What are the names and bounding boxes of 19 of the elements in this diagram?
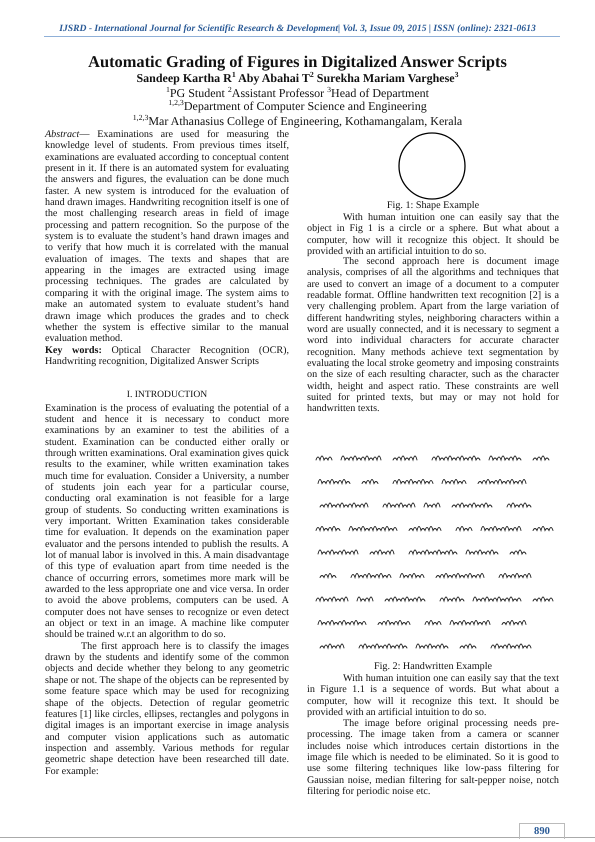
section-heading: I. INTRODUCTION (126, 389, 208, 401)
author-line: Sandeep Kartha R$^{1}$ Aby Abahai T$^{2}$ Surekha Mariam Varghese$^{3}$ (135, 71, 458, 85)
body-paragraph: With human intuition one can easily say that the object in Fig 1 is a circle or a sphere. But what about a computer, how will it recognize this object. It should be provided with an artificial intuition to do so. (307, 212, 559, 258)
keywords-line: Key words: Optical Character Recognition (OCR), Handwriting recognition, Digitalized Answer Scripts (45, 344, 289, 368)
abstract-paragraph: Abstract— Examinations are used for measuring the knowledge level of students. From previous times itself, examinations are evaluated according to conceptual content present in it. If there is an automated system for evaluating the answers and figures, the evaluation can be done much faster. A new system is introduced for the evaluation of hand drawn images. Handwriting recognition itself is one of the most challenging research areas in field of image processing and pattern recognition. So the purpose of the system is to evaluate the student’s hand drawn images and to verify that how much it is correlated with the manual evaluation of images. The texts and shapes that are appearing in the images are extracted using image processing techniques. The grades are calculated by comparing it with the original image. The system aims to make an automated system to evaluate student’s hand drawn image which produces the grades and to check whether the system is effective similar to the manual evaluation method. (45, 129, 289, 345)
affiliation-line: $^{1,2,3}$Mar Athanasius College of Engineering, Kothamangalam, Kerala (132, 114, 464, 128)
body-paragraph: The image before original processing needs pre-processing. The image taken from a camera or scanner includes noise which introduces certain distortions in the image file which is needed to be eliminated. So it is good to use some filtering techniques like low-pass filtering for Gaussian noise, median filtering for salt-pepper noise, notch filtering for periodic noise etc. (307, 718, 559, 798)
body-paragraph: The first approach here is to classify the images drawn by the students and identify some of the common objects and decide whether they belong to any geometric shape or not. The shape of the objects can be represented by some feature space which may be used for recognizing shape of the objects. Detection of regular geometric features [1] like circles, ellipses, rectangles and polygons in digital images is an important exercise in image analysis and computer vision applications such as automatic inspection and assembly. Various methods for regular geometric shape detection have been researched till date. For example: (45, 640, 289, 777)
figure-caption: Fig. 2: Handwritten Example (372, 661, 494, 672)
body-paragraph: Examination is the process of evaluating the potential of a student and hence it is necessary to conduct more examinations by an examiner to test the abilities of a student. Examination can be conducted either orally or through written examinations. Oral examination gives quick results to the examiner, while written examination takes much time for evaluation. Consider a University, a number of students join each year for a particular course, conducting oral examination is not feasible for a large group of students. So conducting written examinations is very important. Written Examination takes considerable time for evaluation. It depends on the examination paper evaluator and the persons intended to publish the results. A lot of manual labor is involved in this. A main disadvantage of this type of evaluation apart from time needed is the chance of occurring errors, sometimes more mark will be awarded to the less appropriate one and vice versa. In order to avoid the above problems, computers can be used. A computer does not have senses to recognize or even detect an object or text in an image. A machine like computer should be trained w.r.t an algorithm to do so. (45, 402, 289, 641)
page-number: 890 (519, 823, 565, 840)
figure-caption: Fig. 1: Shape Example (386, 200, 480, 212)
circle-shape (398, 132, 466, 200)
journal-header: IJSRD - International Journal for Scientific Research & Development| Vol. 3, Issue 09, 2015 | ISSN (online): 2321-0613 (58, 23, 537, 34)
affiliation-line: $^{1}$PG Student $^{2}$Assistant Professor $^{3}$Head of Department (164, 86, 430, 100)
body-paragraph: With human intuition one can easily say that the text in Figure 1.1 is a sequence of words. But what about a computer, how will it recognize this text. It should be provided with an artificial intuition to do so. (307, 673, 559, 718)
affiliation-line: $^{1,2,3}$Department of Computer Science and Engineering (167, 99, 427, 113)
paper-title: Automatic Grading of Figures in Digitalized Answer Scripts (87, 53, 508, 71)
body-paragraph: The second approach here is document image analysis, comprises of all the algorithms and techniques that are used to convert an image of a document to a computer readable format. Offline handwritten text recognition [2] is a very challenging problem. Apart from the large variation of different handwriting styles, neighboring characters within a word are usually connected, and it is necessary to segment a word into individual characters for accurate character recognition. Many methods achieve text segmentation by evaluating the local stroke geometry and imposing constraints on the size of each resulting character, such as the character width, height and aspect ratio. These constraints are well suited for printed texts, but may or may not hold for handwritten texts. (307, 256, 559, 415)
